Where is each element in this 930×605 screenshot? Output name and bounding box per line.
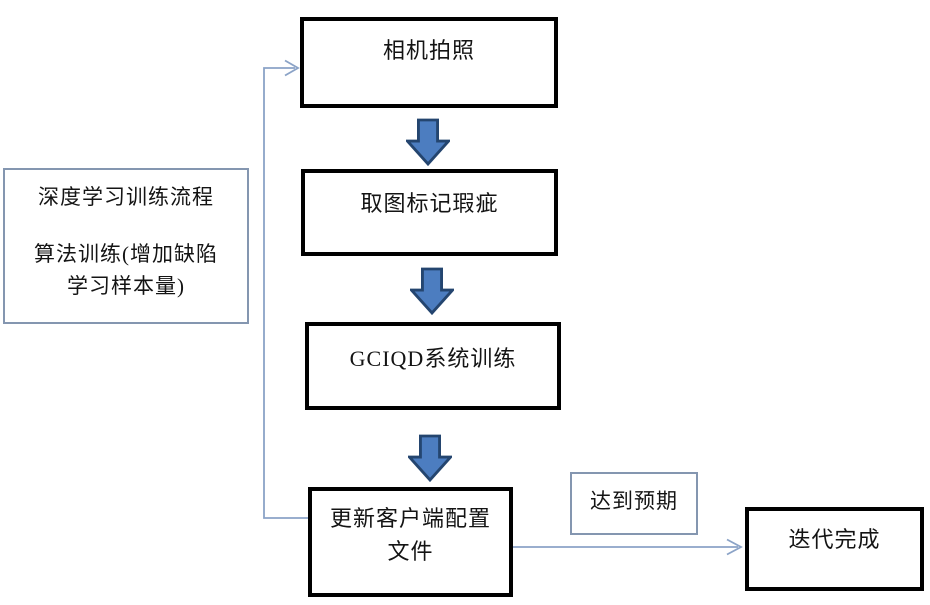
node-label: GCIQD系统训练 [349, 346, 517, 371]
node-iteration-done: 迭代完成 [745, 507, 924, 591]
feedback-loop-arrow [263, 59, 308, 519]
edge-label-expected: 达到预期 [570, 472, 698, 535]
to-done-arrow [513, 538, 743, 556]
info-box-line: 算法训练(增加缺陷 [34, 242, 218, 266]
down-block-arrow-icon [406, 118, 450, 167]
node-label: 取图标记瑕疵 [360, 191, 499, 216]
node-label: 更新客户端配置 [329, 506, 491, 531]
node-label: 迭代完成 [788, 527, 881, 552]
down-block-arrow-icon [408, 434, 452, 483]
down-block-arrow-icon [410, 267, 454, 316]
node-camera: 相机拍照 [300, 17, 558, 108]
node-update-config: 更新客户端配置 文件 [308, 487, 513, 597]
node-gciqd-training: GCIQD系统训练 [305, 322, 561, 410]
open-arrowhead-icon [284, 59, 300, 77]
info-box-title: 深度学习训练流程 [38, 185, 214, 209]
info-box-line: 学习样本量) [67, 274, 185, 298]
node-mark-defects: 取图标记瑕疵 [301, 169, 558, 256]
edge-label-text: 达到预期 [590, 489, 678, 513]
info-box: 深度学习训练流程 算法训练(增加缺陷 学习样本量) [3, 168, 249, 324]
open-arrowhead-icon [726, 538, 743, 556]
node-label: 相机拍照 [382, 38, 475, 63]
node-label: 文件 [387, 539, 434, 564]
